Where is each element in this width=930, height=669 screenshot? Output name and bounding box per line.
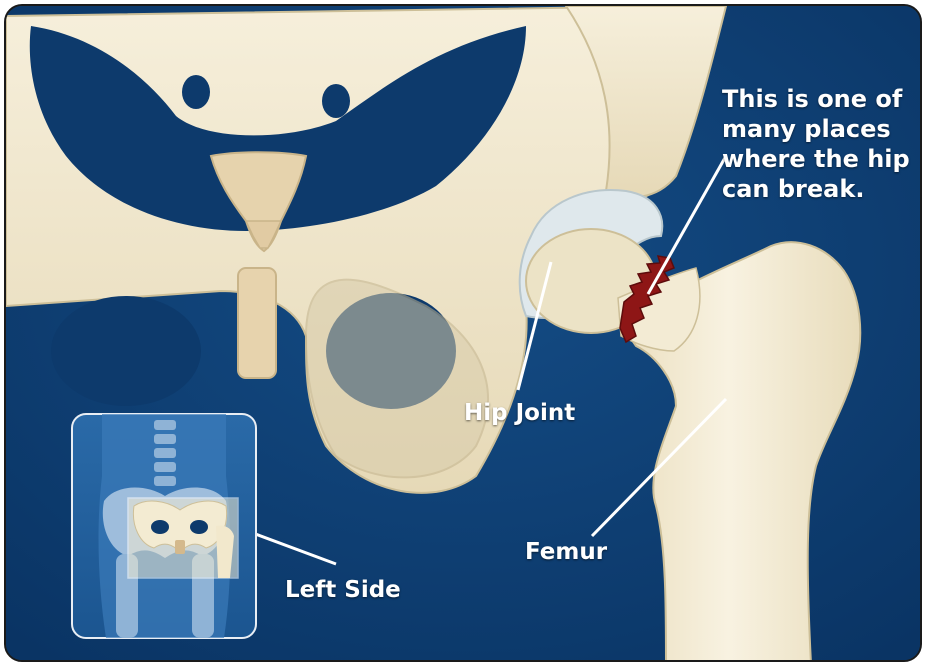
left-side-label: Left Side: [285, 577, 401, 603]
illustration-frame: This is one of many places where the hip…: [4, 4, 922, 662]
hip-joint-label: Hip Joint: [464, 400, 575, 426]
body-inset: [72, 414, 256, 638]
sacral-foramen-right: [322, 84, 350, 118]
obturator-foramen-left: [51, 296, 201, 406]
femur-label: Femur: [525, 539, 607, 565]
fracture-callout-text: This is one of many places where the hip…: [722, 84, 922, 204]
sacral-foramen-left: [182, 75, 210, 109]
pubic-symphysis: [238, 268, 276, 378]
